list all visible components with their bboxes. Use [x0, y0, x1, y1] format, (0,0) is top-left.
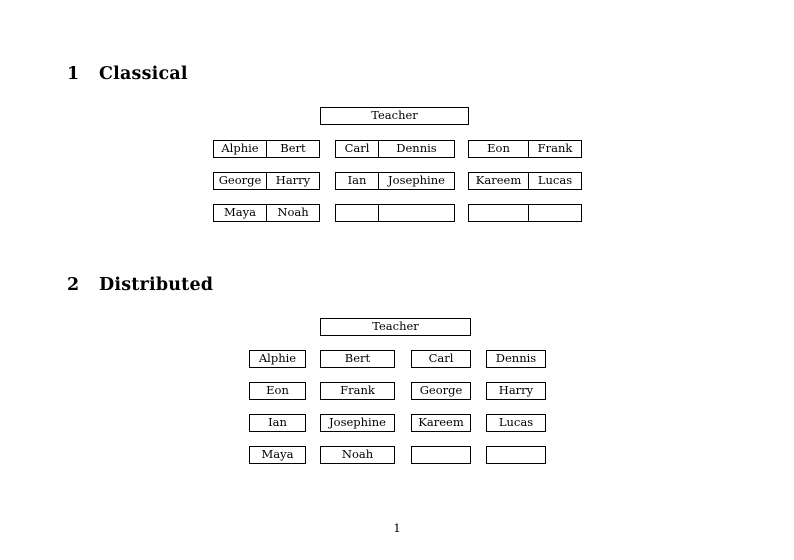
pair-row[interactable]: Maya Noah [213, 204, 320, 222]
cell-right[interactable]: Noah [277, 205, 309, 220]
name-box-empty[interactable] [411, 446, 471, 464]
name-box[interactable]: Alphie [249, 350, 306, 368]
name-box[interactable]: Harry [486, 382, 546, 400]
name-box[interactable]: Carl [411, 350, 471, 368]
teacher-box-distributed[interactable]: Teacher [320, 318, 471, 336]
section-number: 2 [67, 275, 80, 295]
cell-right[interactable]: Frank [537, 141, 573, 156]
pair-row[interactable]: Carl Dennis [335, 140, 455, 158]
teacher-box-classical[interactable]: Teacher [320, 107, 469, 125]
name-box[interactable]: Lucas [486, 414, 546, 432]
name-box[interactable]: Maya [249, 446, 306, 464]
cell-right[interactable]: Josephine [388, 173, 445, 188]
cell-right[interactable]: Dennis [396, 141, 437, 156]
name-box[interactable]: Ian [249, 414, 306, 432]
cell-left[interactable]: George [214, 173, 267, 189]
cell-left[interactable]: Kareem [469, 173, 529, 189]
page-number: 1 [393, 521, 401, 535]
pair-row-empty[interactable] [468, 204, 582, 222]
section-heading-distributed: 2 Distributed [67, 275, 213, 295]
section-heading-classical: 1 Classical [67, 64, 188, 84]
cell-right[interactable]: Harry [275, 173, 311, 188]
pair-row[interactable]: Kareem Lucas [468, 172, 582, 190]
cell-left[interactable]: Alphie [214, 141, 267, 157]
cell-right[interactable]: Lucas [537, 173, 573, 188]
name-box[interactable]: Frank [320, 382, 395, 400]
name-box[interactable]: Noah [320, 446, 395, 464]
cell-left[interactable] [469, 205, 529, 221]
cell-left[interactable]: Carl [336, 141, 379, 157]
name-box[interactable]: Kareem [411, 414, 471, 432]
section-title: Distributed [99, 275, 214, 295]
section-number: 1 [67, 64, 80, 84]
cell-right[interactable] [379, 205, 454, 221]
name-box[interactable]: George [411, 382, 471, 400]
cell-left[interactable] [336, 205, 379, 221]
pair-row-empty[interactable] [335, 204, 455, 222]
cell-right[interactable] [529, 205, 581, 221]
name-box[interactable]: Dennis [486, 350, 546, 368]
pair-row[interactable]: Ian Josephine [335, 172, 455, 190]
cell-right[interactable]: Bert [280, 141, 306, 156]
name-box[interactable]: Eon [249, 382, 306, 400]
cell-left[interactable]: Ian [336, 173, 379, 189]
name-box-empty[interactable] [486, 446, 546, 464]
section-title: Classical [99, 64, 188, 84]
cell-left[interactable]: Eon [469, 141, 529, 157]
pair-row[interactable]: Alphie Bert [213, 140, 320, 158]
pair-row[interactable]: George Harry [213, 172, 320, 190]
name-box[interactable]: Bert [320, 350, 395, 368]
name-box[interactable]: Josephine [320, 414, 395, 432]
cell-left[interactable]: Maya [214, 205, 267, 221]
pair-row[interactable]: Eon Frank [468, 140, 582, 158]
